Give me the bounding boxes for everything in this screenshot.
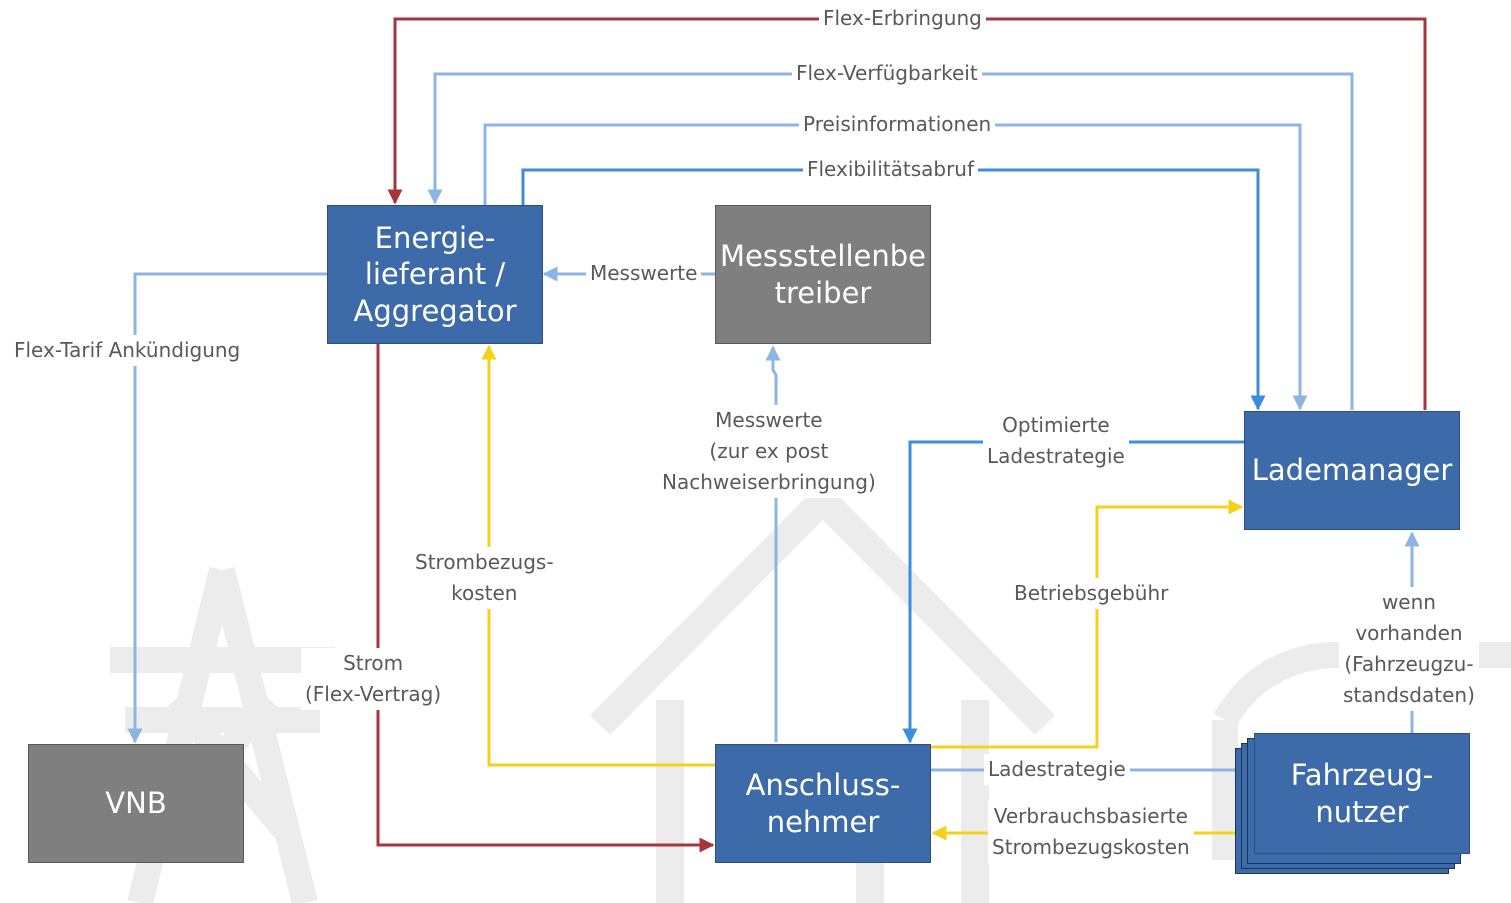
edge-strom [376,344,715,853]
label-flex-erbringung: Flex-Erbringung [819,3,986,34]
node-anschlussnehmer-label: Anschluss- nehmer [745,768,901,839]
label-verbrauchsbasierte: Verbrauchsbasierte Strombezugskosten [988,801,1194,863]
label-flex-verfuegbarkeit: Flex-Verfügbarkeit [792,58,982,89]
node-fahrzeugnutzer: Fahrzeug- nutzer [1254,733,1470,854]
node-anschlussnehmer: Anschluss- nehmer [715,744,931,863]
label-messwerte-nachweis: Messwerte (zur ex post Nachweiserbringun… [658,405,880,498]
label-preisinformationen: Preisinformationen [799,109,996,140]
node-energielieferant-aggregator: Energie- lieferant / Aggregator [327,205,543,344]
label-optimierte-ladestrategie: Optimierte Ladestrategie [983,410,1129,472]
node-fahrzeugnutzer-label: Fahrzeug- nutzer [1290,758,1434,829]
label-strombezugskosten: Strombezugs- kosten [411,547,558,609]
edge-messwerte-mid [765,345,781,742]
label-betriebsgebuehr: Betriebsgebühr [1010,578,1173,609]
node-messstellenbetreiber-label: Messstellenbe treiber [720,239,926,310]
label-messwerte-top: Messwerte [586,258,702,289]
label-flexibilitaetsabruf: Flexibilitätsabruf [803,154,979,185]
node-lademanager-label: Lademanager [1251,453,1453,488]
label-ladestrategie: Ladestrategie [984,754,1130,785]
node-energielieferant-label: Energie- lieferant / Aggregator [353,221,517,328]
label-flex-tarif: Flex-Tarif Ankündigung [10,335,245,366]
edge-betriebsgebuehr [930,499,1244,749]
label-strom-flex-vertrag: Strom (Flex-Vertrag) [301,648,446,710]
node-vnb: VNB [28,744,244,863]
node-messstellenbetreiber: Messstellenbe treiber [715,205,931,344]
node-vnb-label: VNB [105,786,167,821]
edge-optimierte [902,440,1244,744]
car-icon [1212,642,1511,860]
edge-strombezugskosten [481,344,715,767]
node-lademanager: Lademanager [1244,411,1460,530]
label-wenn-vorhanden: wenn vorhanden (Fahrzeugzu- standsdaten) [1339,587,1479,711]
edge-flex-tarif [127,272,327,744]
